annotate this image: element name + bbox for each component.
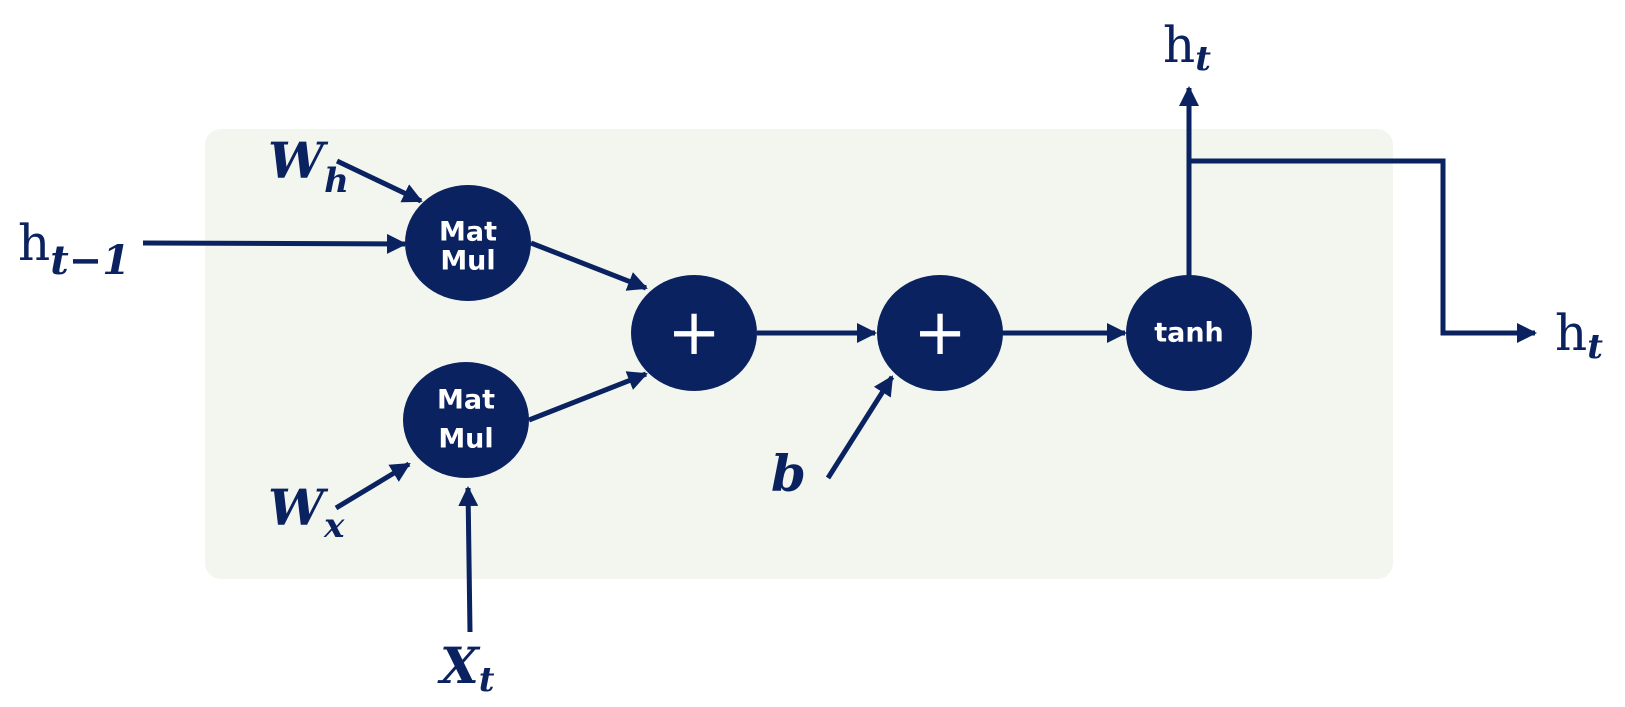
arrow-matmul-bottom-to-add (528, 371, 648, 423)
x-t-label: Xt (437, 636, 495, 700)
matmul-top-label-line2: Mul (440, 246, 495, 277)
add-node-1-label: + (667, 296, 721, 370)
h-t-right-base: h (1555, 304, 1587, 362)
b-label: b (771, 444, 806, 503)
h-prev-sub: t−1 (50, 237, 130, 284)
add-node-2: + (877, 275, 1003, 391)
h-t-top-sub: t (1195, 39, 1211, 79)
tanh-label: tanh (1154, 318, 1224, 349)
w-h-label: Wh (268, 131, 349, 201)
matmul-node-top: Mat Mul (405, 185, 531, 301)
h-prev-label: ht−1 (18, 214, 130, 284)
arrow-tanh-to-ht-right (1189, 158, 1537, 343)
h-prev-base: h (18, 214, 50, 272)
w-x-base: W (268, 478, 329, 537)
w-h-sub: h (324, 161, 349, 201)
h-t-output-right-label: ht (1555, 304, 1603, 367)
arrow-matmul-top-to-add (530, 240, 648, 291)
w-h-base: W (268, 131, 329, 190)
h-t-top-base: h (1163, 16, 1195, 74)
h-t-right-sub: t (1587, 327, 1603, 367)
matmul-bottom-label-line1: Mat (437, 385, 495, 416)
w-x-sub: x (323, 506, 345, 546)
arrow-wx-to-matmul (334, 461, 411, 511)
x-t-sub: t (479, 660, 495, 700)
matmul-top-label-line1: Mat (439, 217, 497, 248)
connections (142, 86, 1537, 633)
add-node-1: + (631, 275, 757, 391)
arrow-wh-to-matmul (335, 158, 423, 204)
matmul-bottom-label-line2: Mul (438, 424, 493, 455)
arrow-xt-to-matmul (458, 486, 479, 633)
arrow-b-to-add (825, 375, 895, 480)
arrow-hprev-to-matmul (142, 233, 407, 254)
h-t-output-top-label: ht (1163, 16, 1211, 79)
tanh-node: tanh (1126, 275, 1252, 391)
x-t-base: X (437, 636, 481, 695)
matmul-node-bottom: Mat Mul (403, 362, 529, 478)
add-node-2-label: + (913, 296, 967, 370)
w-x-label: Wx (268, 478, 345, 546)
